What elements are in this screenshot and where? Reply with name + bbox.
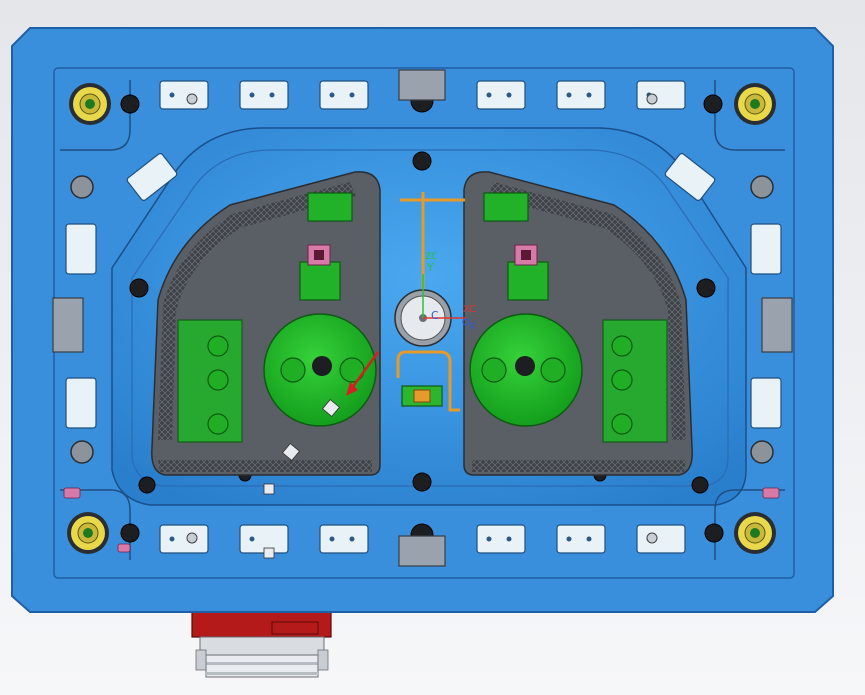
corner-brackets (60, 80, 785, 560)
small-screws (263, 398, 341, 559)
top-center-block (398, 69, 446, 101)
guide-bushing-tl (69, 83, 111, 125)
right-insert-mesh (488, 182, 686, 440)
side-blocks (52, 297, 793, 353)
side-pads (65, 223, 782, 429)
left-insert-mesh-bottom (158, 460, 372, 472)
bottom-center-block (398, 535, 446, 567)
guide-bushing-bl (67, 512, 109, 554)
right-core-parts[interactable] (469, 192, 668, 443)
top-pad-row (159, 80, 686, 110)
guide-bushing-br (734, 512, 776, 554)
bottom-pad-row (159, 524, 686, 554)
work-csys (422, 274, 470, 326)
right-insert-mesh-bottom (472, 460, 686, 472)
guide-bushing-tr (734, 83, 776, 125)
left-core-parts[interactable] (177, 192, 377, 443)
diagonal-pads (126, 153, 716, 201)
left-insert-mesh (158, 182, 356, 440)
pad-bolts (186, 93, 658, 544)
pull-direction-arrow (350, 351, 380, 389)
pink-markers (63, 487, 780, 553)
side-gray-disks (70, 175, 774, 464)
